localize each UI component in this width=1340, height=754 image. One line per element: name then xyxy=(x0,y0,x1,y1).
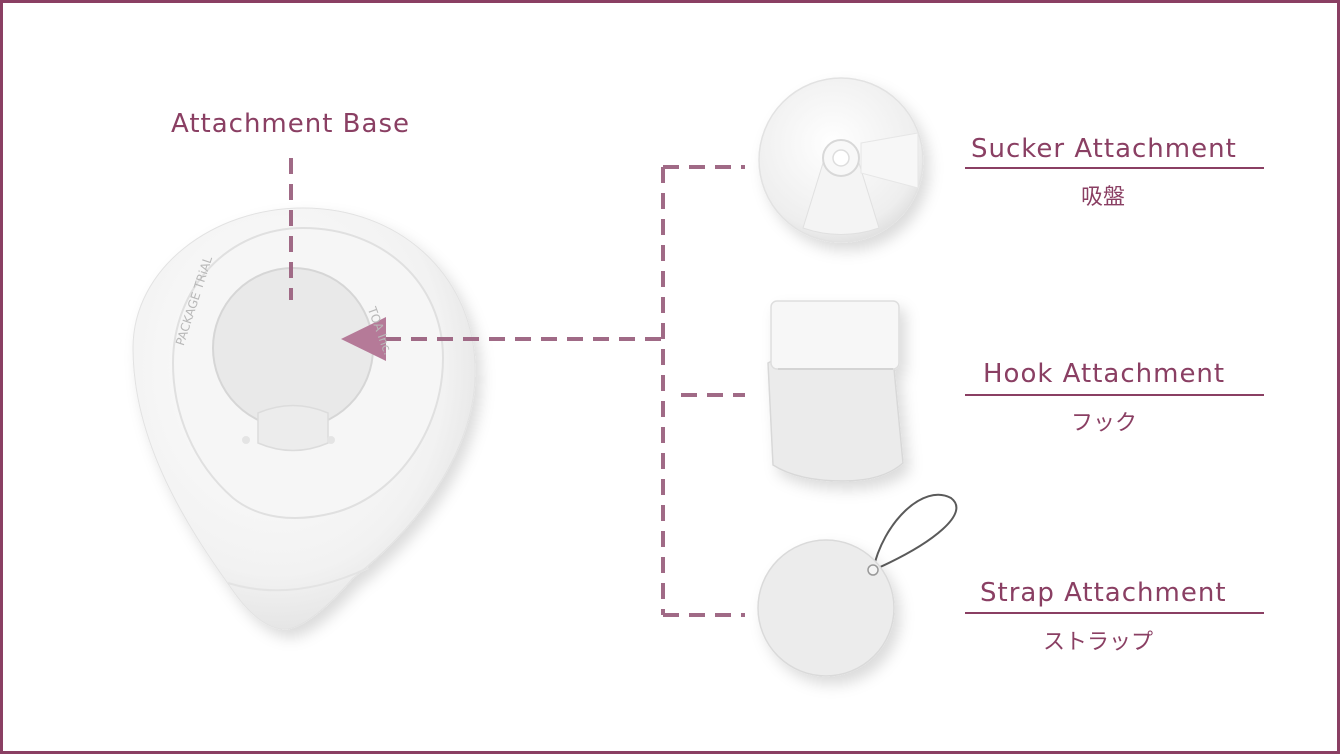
strap-attachment-label-jp: ストラップ xyxy=(1043,630,1154,655)
sucker-attachment-label: Sucker Attachment xyxy=(971,134,1237,164)
hook-divider xyxy=(965,394,1264,396)
attachment-base-device xyxy=(132,207,476,630)
hook-attachment-label: Hook Attachment xyxy=(983,359,1226,389)
connector-lines xyxy=(289,158,745,617)
sucker-divider xyxy=(965,167,1264,169)
hook-attachment-image xyxy=(767,300,904,482)
sucker-attachment-image xyxy=(758,77,924,243)
diagram-artwork xyxy=(132,77,958,677)
strap-attachment-image xyxy=(757,493,958,677)
hook-attachment-label-jp: フック xyxy=(1071,411,1138,436)
arrowhead xyxy=(341,317,386,361)
strap-attachment-label: Strap Attachment xyxy=(980,578,1227,608)
attachment-base-label: Attachment Base xyxy=(171,109,410,139)
strap-divider xyxy=(965,612,1264,614)
sucker-attachment-label-jp: 吸盤 xyxy=(1081,185,1126,210)
